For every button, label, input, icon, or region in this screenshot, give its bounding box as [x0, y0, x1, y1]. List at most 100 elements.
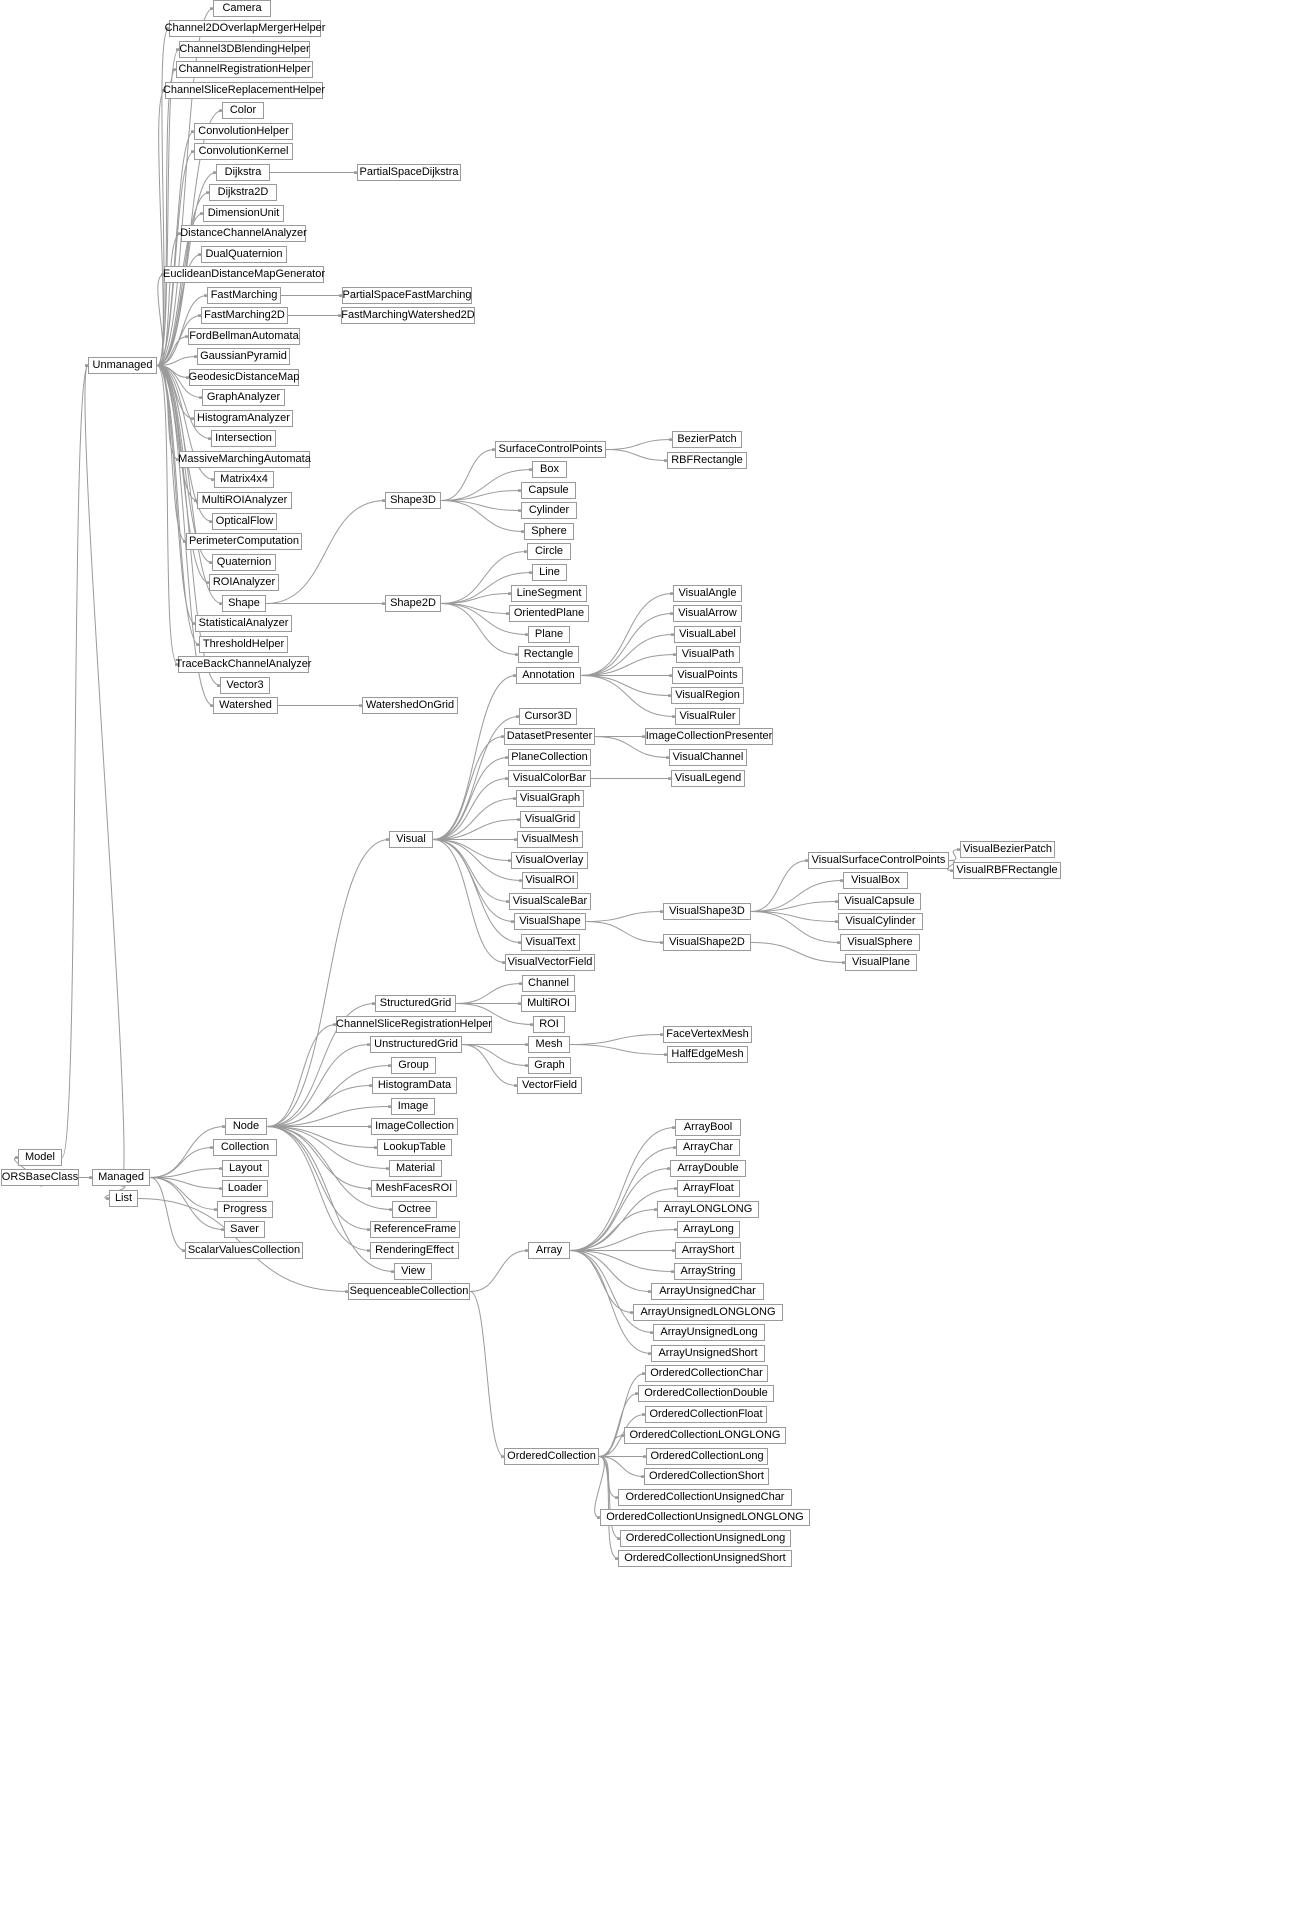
- class-node[interactable]: RenderingEffect: [370, 1242, 459, 1259]
- class-node[interactable]: OrderedCollectionUnsignedChar: [618, 1489, 792, 1506]
- class-node[interactable]: Mesh: [528, 1036, 570, 1053]
- class-node[interactable]: ScalarValuesCollection: [185, 1242, 303, 1259]
- class-node[interactable]: VisualGraph: [516, 790, 584, 807]
- class-node[interactable]: VisualCapsule: [838, 893, 921, 910]
- class-node[interactable]: OrderedCollectionUnsignedLONGLONG: [600, 1509, 810, 1526]
- class-node[interactable]: Watershed: [213, 697, 278, 714]
- class-node[interactable]: DualQuaternion: [201, 246, 287, 263]
- class-node[interactable]: ArrayUnsignedLong: [653, 1324, 765, 1341]
- class-node[interactable]: VisualLabel: [674, 626, 741, 643]
- class-node[interactable]: Line: [532, 564, 567, 581]
- class-node[interactable]: VisualGrid: [520, 811, 580, 828]
- class-node[interactable]: Managed: [92, 1169, 150, 1186]
- class-node[interactable]: Material: [389, 1160, 442, 1177]
- class-node[interactable]: ArrayFloat: [677, 1180, 740, 1197]
- class-node[interactable]: ImageCollection: [371, 1118, 458, 1135]
- class-node[interactable]: OrientedPlane: [509, 605, 589, 622]
- class-node[interactable]: VisualLegend: [671, 770, 745, 787]
- class-node[interactable]: ConvolutionHelper: [194, 123, 293, 140]
- class-node[interactable]: Octree: [392, 1201, 437, 1218]
- class-node[interactable]: View: [394, 1263, 432, 1280]
- class-node[interactable]: ArrayUnsignedShort: [651, 1345, 765, 1362]
- class-node[interactable]: VisualPoints: [672, 667, 743, 684]
- class-node[interactable]: Circle: [527, 543, 571, 560]
- class-node[interactable]: Capsule: [521, 482, 576, 499]
- class-node[interactable]: WatershedOnGrid: [362, 697, 458, 714]
- class-node[interactable]: VisualRegion: [671, 687, 744, 704]
- class-node[interactable]: DimensionUnit: [203, 205, 284, 222]
- class-node[interactable]: ReferenceFrame: [370, 1221, 460, 1238]
- class-node[interactable]: Progress: [217, 1201, 273, 1218]
- class-node[interactable]: VisualChannel: [669, 749, 747, 766]
- class-node[interactable]: ROI: [533, 1016, 565, 1033]
- class-node[interactable]: Group: [391, 1057, 436, 1074]
- class-node[interactable]: DistanceChannelAnalyzer: [180, 225, 307, 242]
- class-node[interactable]: ORSBaseClass: [1, 1169, 79, 1186]
- class-node[interactable]: FastMarchingWatershed2D: [341, 307, 475, 324]
- class-node[interactable]: SurfaceControlPoints: [495, 441, 606, 458]
- class-node[interactable]: ChannelRegistrationHelper: [176, 61, 313, 78]
- class-node[interactable]: Layout: [222, 1160, 269, 1177]
- class-node[interactable]: VisualShape2D: [663, 934, 751, 951]
- class-node[interactable]: OrderedCollectionLONGLONG: [624, 1427, 786, 1444]
- class-node[interactable]: LineSegment: [511, 585, 587, 602]
- class-node[interactable]: HalfEdgeMesh: [667, 1046, 748, 1063]
- class-node[interactable]: Shape3D: [385, 492, 441, 509]
- class-node[interactable]: Cylinder: [521, 502, 577, 519]
- class-node[interactable]: TraceBackChannelAnalyzer: [176, 656, 311, 673]
- class-node[interactable]: VisualSurfaceControlPoints: [808, 852, 949, 869]
- class-node[interactable]: VisualRBFRectangle: [953, 862, 1061, 879]
- class-node[interactable]: MassiveMarchingAutomata: [178, 451, 311, 468]
- class-node[interactable]: GaussianPyramid: [197, 348, 290, 365]
- class-node[interactable]: VisualText: [521, 934, 580, 951]
- class-node[interactable]: BezierPatch: [672, 431, 742, 448]
- class-node[interactable]: FordBellmanAutomata: [188, 328, 300, 345]
- class-node[interactable]: OrderedCollectionUnsignedShort: [618, 1550, 792, 1567]
- class-node[interactable]: ArrayBool: [675, 1119, 741, 1136]
- class-node[interactable]: ArrayUnsignedChar: [651, 1283, 764, 1300]
- class-node[interactable]: PlaneCollection: [508, 749, 591, 766]
- class-node[interactable]: FastMarching: [207, 287, 281, 304]
- class-node[interactable]: VisualROI: [522, 872, 578, 889]
- class-node[interactable]: DatasetPresenter: [504, 728, 595, 745]
- class-node[interactable]: Dijkstra: [216, 164, 270, 181]
- class-node[interactable]: OrderedCollectionLong: [646, 1448, 768, 1465]
- class-node[interactable]: Annotation: [516, 667, 581, 684]
- class-node[interactable]: List: [109, 1190, 138, 1207]
- class-node[interactable]: Dijkstra2D: [209, 184, 277, 201]
- class-node[interactable]: Color: [222, 102, 264, 119]
- class-node[interactable]: Cursor3D: [519, 708, 577, 725]
- class-node[interactable]: VisualBox: [843, 872, 908, 889]
- class-node[interactable]: ImageCollectionPresenter: [645, 728, 773, 745]
- class-node[interactable]: ArrayLONGLONG: [657, 1201, 759, 1218]
- class-node[interactable]: VisualSphere: [840, 934, 920, 951]
- class-node[interactable]: HistogramAnalyzer: [194, 410, 293, 427]
- class-node[interactable]: StatisticalAnalyzer: [195, 615, 292, 632]
- class-node[interactable]: ConvolutionKernel: [194, 143, 293, 160]
- class-node[interactable]: VisualArrow: [673, 605, 742, 622]
- class-node[interactable]: ChannelSliceRegistrationHelper: [336, 1016, 492, 1033]
- class-node[interactable]: Collection: [213, 1139, 277, 1156]
- class-node[interactable]: Array: [528, 1242, 570, 1259]
- class-node[interactable]: UnstructuredGrid: [370, 1036, 462, 1053]
- class-node[interactable]: OrderedCollectionUnsignedLong: [620, 1530, 791, 1547]
- class-node[interactable]: RBFRectangle: [667, 452, 747, 469]
- class-node[interactable]: OrderedCollectionChar: [645, 1365, 768, 1382]
- class-node[interactable]: VisualShape3D: [663, 903, 751, 920]
- class-node[interactable]: Graph: [528, 1057, 571, 1074]
- class-node[interactable]: ChannelSliceReplacementHelper: [163, 82, 325, 99]
- class-node[interactable]: VisualOverlay: [511, 852, 588, 869]
- class-node[interactable]: PartialSpaceFastMarching: [342, 287, 472, 304]
- class-node[interactable]: OrderedCollectionDouble: [638, 1385, 774, 1402]
- class-node[interactable]: Model: [18, 1149, 62, 1166]
- class-node[interactable]: ArrayString: [674, 1263, 742, 1280]
- class-node[interactable]: MultiROIAnalyzer: [197, 492, 292, 509]
- class-node[interactable]: VisualPlane: [845, 954, 917, 971]
- class-node[interactable]: VisualRuler: [675, 708, 740, 725]
- class-node[interactable]: EuclideanDistanceMapGenerator: [163, 266, 325, 283]
- class-node[interactable]: PartialSpaceDijkstra: [357, 164, 461, 181]
- class-node[interactable]: SequenceableCollection: [348, 1283, 470, 1300]
- class-node[interactable]: Channel2DOverlapMergerHelper: [165, 20, 325, 37]
- class-node[interactable]: Saver: [224, 1221, 265, 1238]
- class-node[interactable]: VisualAngle: [673, 585, 742, 602]
